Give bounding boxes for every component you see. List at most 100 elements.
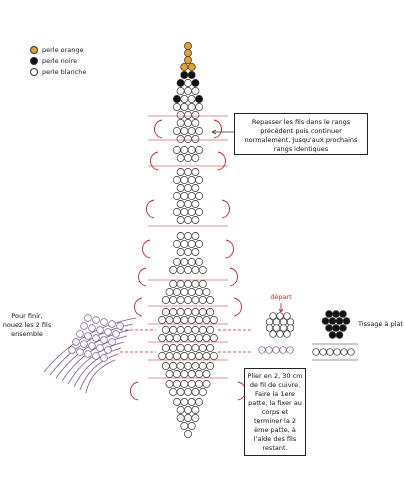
bead bbox=[191, 344, 200, 352]
legend-item-orange: perle orange bbox=[30, 44, 150, 55]
bead bbox=[191, 184, 200, 192]
bead bbox=[172, 192, 181, 200]
bead bbox=[184, 266, 192, 274]
bead bbox=[172, 370, 181, 378]
thread-path bbox=[134, 297, 143, 317]
bead bbox=[202, 316, 211, 324]
thread-path bbox=[150, 151, 159, 171]
bead bbox=[161, 308, 170, 316]
bead bbox=[202, 288, 211, 296]
bead bbox=[184, 430, 192, 438]
bead bbox=[169, 266, 178, 274]
depart-label: départ bbox=[266, 293, 296, 302]
bead bbox=[206, 362, 215, 370]
bead bbox=[187, 192, 196, 200]
bead bbox=[206, 326, 215, 334]
bead bbox=[187, 176, 196, 184]
bead bbox=[184, 308, 192, 316]
bead bbox=[339, 310, 347, 318]
bead bbox=[184, 406, 192, 414]
thread-path bbox=[211, 129, 217, 135]
bead bbox=[161, 296, 170, 304]
wing-bead bbox=[279, 346, 287, 354]
bead bbox=[176, 135, 185, 143]
bead bbox=[198, 280, 207, 288]
bead bbox=[195, 398, 204, 406]
tissage-text: Tissage à plat bbox=[358, 320, 404, 328]
bead bbox=[184, 119, 192, 127]
bead bbox=[169, 344, 178, 352]
bead bbox=[180, 422, 189, 430]
bead bbox=[176, 266, 185, 274]
bead bbox=[165, 370, 174, 378]
bead bbox=[195, 352, 204, 360]
bead bbox=[209, 352, 218, 360]
legend-item-black: perle noire bbox=[30, 55, 150, 66]
bead bbox=[176, 79, 185, 87]
bead bbox=[191, 79, 200, 87]
bead bbox=[191, 388, 200, 396]
bead bbox=[276, 312, 284, 320]
wing-bead bbox=[286, 346, 294, 354]
bead bbox=[195, 127, 204, 135]
bead bbox=[172, 258, 181, 266]
bead bbox=[198, 388, 207, 396]
bead bbox=[184, 135, 192, 143]
white-bead-icon bbox=[30, 67, 38, 76]
bead bbox=[286, 324, 295, 332]
wing-bead bbox=[108, 320, 116, 328]
wing-bead bbox=[100, 318, 108, 326]
wing-bead bbox=[88, 324, 96, 332]
bead bbox=[191, 414, 200, 422]
bead bbox=[172, 176, 181, 184]
bead bbox=[180, 95, 189, 103]
bead bbox=[187, 208, 196, 216]
black-bead-icon bbox=[30, 56, 38, 65]
bead bbox=[184, 79, 192, 87]
bead bbox=[195, 240, 204, 248]
bead bbox=[321, 317, 330, 325]
bead bbox=[165, 380, 174, 388]
bead bbox=[209, 316, 218, 324]
bead bbox=[184, 49, 192, 57]
thread-path bbox=[233, 297, 242, 317]
bead bbox=[180, 380, 189, 388]
bead bbox=[265, 318, 274, 326]
bead bbox=[158, 352, 167, 360]
legend-item-white: perle blanche bbox=[30, 66, 150, 77]
bead bbox=[184, 216, 192, 224]
bead bbox=[195, 316, 204, 324]
bead bbox=[191, 119, 200, 127]
wing-bead bbox=[88, 342, 96, 350]
bead bbox=[187, 398, 196, 406]
repasser-note: Repasser les fils dans le rangs précéden… bbox=[234, 113, 368, 155]
bead bbox=[319, 348, 327, 356]
bead bbox=[191, 266, 200, 274]
bead bbox=[195, 380, 204, 388]
bead bbox=[180, 240, 189, 248]
bead bbox=[187, 288, 196, 296]
bead bbox=[180, 63, 189, 71]
bead bbox=[187, 258, 196, 266]
wing-bead bbox=[68, 346, 76, 354]
bead bbox=[184, 87, 192, 95]
bead bbox=[198, 362, 207, 370]
bead bbox=[206, 308, 215, 316]
bead bbox=[176, 111, 185, 119]
bead bbox=[180, 334, 189, 342]
wing-bead bbox=[104, 328, 112, 336]
bead bbox=[286, 318, 295, 326]
bead bbox=[187, 63, 196, 71]
bead bbox=[161, 326, 170, 334]
thread-path bbox=[229, 267, 238, 287]
wing-bead bbox=[92, 334, 100, 342]
thread-path bbox=[217, 151, 226, 171]
bead bbox=[176, 154, 185, 162]
bead bbox=[187, 127, 196, 135]
bead bbox=[184, 280, 192, 288]
bead bbox=[176, 280, 185, 288]
bead bbox=[180, 398, 189, 406]
thread-path bbox=[146, 199, 155, 219]
bead bbox=[333, 348, 341, 356]
